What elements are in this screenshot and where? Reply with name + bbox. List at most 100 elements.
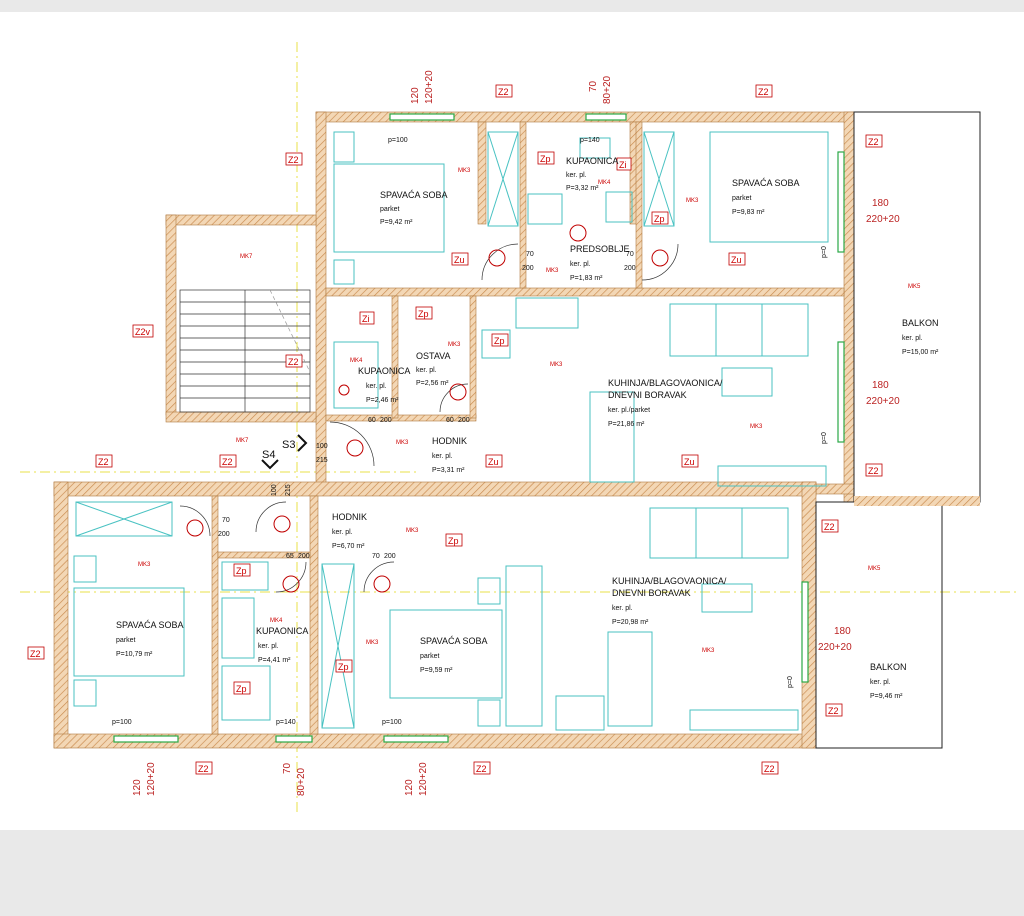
door-height: 200 xyxy=(384,553,396,560)
room-area: P=10,79 m² xyxy=(116,651,153,658)
door-width: 70 xyxy=(222,517,230,524)
section-markers xyxy=(261,434,308,470)
section-label: S3 xyxy=(282,439,295,451)
room-name: KUPAONICA xyxy=(358,366,410,376)
material-tag: MK3 xyxy=(406,528,419,534)
room-name: SPAVAĆA SOBA xyxy=(732,178,800,188)
windows xyxy=(113,113,845,743)
door-height: 200 xyxy=(458,417,470,424)
room-floor: ker. pl. xyxy=(366,383,387,390)
room-area: P=9,46 m² xyxy=(870,693,903,700)
window-width: 70 xyxy=(588,80,599,92)
room-name: OSTAVA xyxy=(416,351,451,361)
room-name: KUPAONICA xyxy=(566,156,618,166)
material-tag: MK7 xyxy=(236,438,249,444)
window-height: 80+20 xyxy=(296,767,307,796)
window-height: 120+20 xyxy=(424,70,435,104)
floor-plan: SPAVAĆA SOBA parket P=9,42 m² KUPAONICA … xyxy=(20,42,1020,812)
wall-tag: Zp xyxy=(448,536,459,546)
room-area: P=9,42 m² xyxy=(380,219,413,226)
room-area: P=3,32 m² xyxy=(566,185,599,192)
room-labels: SPAVAĆA SOBA parket P=9,42 m² KUPAONICA … xyxy=(116,156,939,700)
window-width: 180 xyxy=(872,198,889,209)
material-tag: MK3 xyxy=(702,648,715,654)
door-width: 60 xyxy=(446,417,454,424)
door-swings xyxy=(179,243,679,593)
wall-tag: Z2 xyxy=(288,155,299,165)
window-height: 220+20 xyxy=(866,396,900,407)
room-area: P=2,46 m² xyxy=(366,397,399,404)
room-name-line2: DNEVNI BORAVAK xyxy=(608,390,687,400)
room-floor: ker. pl. xyxy=(566,172,587,179)
room-area: P=6,70 m² xyxy=(332,543,365,550)
parapet-height: p=100 xyxy=(388,137,408,144)
wall-tag: Zp xyxy=(418,309,429,319)
door-width: 60 xyxy=(368,417,376,424)
wall-tag: Z2 xyxy=(98,457,109,467)
wall-tag: Zu xyxy=(488,457,499,467)
wall-tag: Z2 xyxy=(764,764,775,774)
room-name: BALKON xyxy=(870,662,907,672)
room-area: P=3,31 m² xyxy=(432,467,465,474)
material-tag: MK3 xyxy=(750,424,763,430)
material-tag: MK3 xyxy=(686,198,699,204)
parapet-height: p=0 xyxy=(821,432,828,444)
material-tag: MK4 xyxy=(270,618,283,624)
material-tag: MK3 xyxy=(550,362,563,368)
door-height: 200 xyxy=(624,265,636,272)
parapet-height: p=140 xyxy=(580,137,600,144)
door-height: 215 xyxy=(285,484,292,496)
door-height: 200 xyxy=(218,531,230,538)
wall-tag: Z2 xyxy=(288,357,299,367)
room-floor: ker. pl. xyxy=(258,643,279,650)
door-width: 65 xyxy=(286,553,294,560)
wall-tag: Zu xyxy=(684,457,695,467)
room-area: P=21,86 m² xyxy=(608,421,645,428)
door-height: 215 xyxy=(316,457,328,464)
drawing-sheet: SPAVAĆA SOBA parket P=9,42 m² KUPAONICA … xyxy=(0,12,1024,830)
parapet-height: p=140 xyxy=(276,719,296,726)
room-area: P=4,41 m² xyxy=(258,657,291,664)
room-floor: ker. pl. xyxy=(570,261,591,268)
material-tag: MK3 xyxy=(396,440,409,446)
room-floor: ker. pl. xyxy=(332,529,353,536)
wall-tags: Z2 Z2 Z2 Z2 Z2v Z2 Zu Zu Zu Zu Z2 Z2 Z2 … xyxy=(30,87,879,774)
material-tag: MK5 xyxy=(868,566,881,572)
wall-tag: Z2 xyxy=(476,764,487,774)
room-floor: ker. pl./parket xyxy=(608,407,650,414)
material-tag: MK3 xyxy=(546,268,559,274)
wall-tag: Zp xyxy=(236,684,247,694)
material-tag: MK7 xyxy=(240,254,253,260)
wall-tag: Z2 xyxy=(868,466,879,476)
wall-tag: Z2 xyxy=(868,137,879,147)
door-height: 200 xyxy=(380,417,392,424)
room-floor: parket xyxy=(420,653,440,660)
section-labels: S3 S4 xyxy=(262,439,295,461)
material-tag: MK3 xyxy=(448,342,461,348)
balconies xyxy=(815,111,981,749)
room-name: SPAVAĆA SOBA xyxy=(116,620,184,630)
parapet-height: p=0 xyxy=(821,246,828,258)
wall-tag: Zi xyxy=(362,314,370,324)
parapet-height: p=100 xyxy=(112,719,132,726)
room-name: HODNIK xyxy=(332,512,367,522)
wall-tag: Z2 xyxy=(198,764,209,774)
wall-tag: Zp xyxy=(540,154,551,164)
room-floor: ker. pl. xyxy=(902,335,923,342)
window-height: 80+20 xyxy=(602,75,613,104)
door-width: 70 xyxy=(526,251,534,258)
wall-tag: Z2 xyxy=(824,522,835,532)
upper-apartment-walls xyxy=(165,111,855,503)
room-floor: ker. pl. xyxy=(432,453,453,460)
room-name-line2: DNEVNI BORAVAK xyxy=(612,588,691,598)
material-tag: MK4 xyxy=(598,180,611,186)
room-floor: ker. pl. xyxy=(416,367,437,374)
room-floor: parket xyxy=(732,195,752,202)
section-label: S4 xyxy=(262,449,275,461)
wall-tag: Z2 xyxy=(498,87,509,97)
room-floor: parket xyxy=(380,206,400,213)
axis-lines xyxy=(20,42,1020,812)
room-name: KUHINJA/BLAGOVAONICA/ xyxy=(608,378,723,388)
room-name: SPAVAĆA SOBA xyxy=(420,636,488,646)
room-floor: parket xyxy=(116,637,136,644)
